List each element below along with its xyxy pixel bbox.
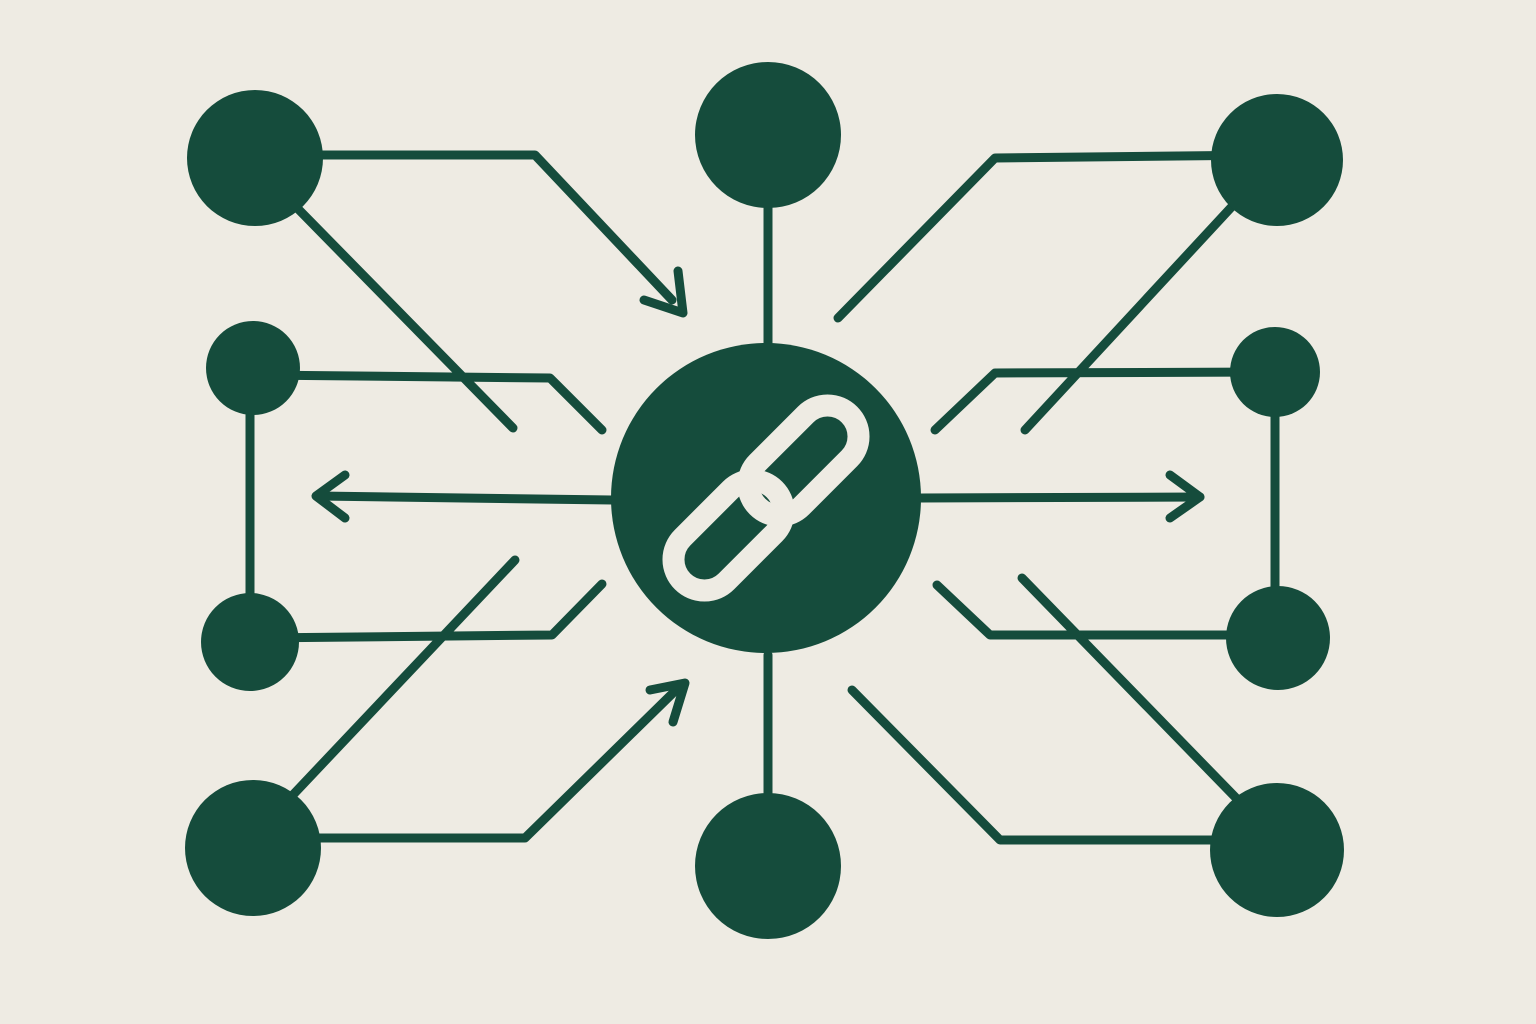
connector-bottom-right-diagonal xyxy=(1017,573,1280,843)
node-bottom-right xyxy=(1210,783,1344,917)
connector-hub-to-right-arrow xyxy=(915,492,1205,503)
node-mid-left-lower xyxy=(201,593,299,691)
connector-mid-left-upper xyxy=(250,370,607,435)
hub xyxy=(611,343,921,653)
link-chain-icon xyxy=(662,394,870,602)
connector-mid-left-lower xyxy=(245,579,607,643)
node-top-center xyxy=(695,62,841,208)
arrowhead-top-left-icon xyxy=(639,266,688,318)
connector-top-left-to-hub-arrow xyxy=(250,150,677,305)
connector-bottom-left-diagonal xyxy=(250,555,520,840)
node-mid-left-upper xyxy=(206,321,300,415)
arrowhead-bottom-left-icon xyxy=(645,678,690,727)
node-mid-right-upper xyxy=(1230,327,1320,417)
arrowhead-left-icon xyxy=(311,470,350,523)
hub-circle xyxy=(611,343,921,653)
chain-link-lower-icon xyxy=(662,469,795,602)
node-bottom-left xyxy=(185,780,321,916)
connector-bottom-left-to-hub-arrow xyxy=(250,685,681,843)
chain-link-upper-icon xyxy=(737,394,870,527)
connector-bottom-right-to-hub xyxy=(847,685,1280,845)
node-top-right xyxy=(1211,94,1343,226)
connector-top-right-to-hub xyxy=(833,150,1280,323)
node-bottom-center xyxy=(695,793,841,939)
nodes xyxy=(185,62,1344,939)
node-top-left xyxy=(187,90,323,226)
connector-mid-right-lower xyxy=(932,580,1280,640)
node-mid-right-lower xyxy=(1226,586,1330,690)
connector-hub-to-left-arrow xyxy=(313,491,617,505)
arrowhead-right-icon xyxy=(1165,470,1205,523)
connector-mid-right-upper xyxy=(930,367,1280,435)
